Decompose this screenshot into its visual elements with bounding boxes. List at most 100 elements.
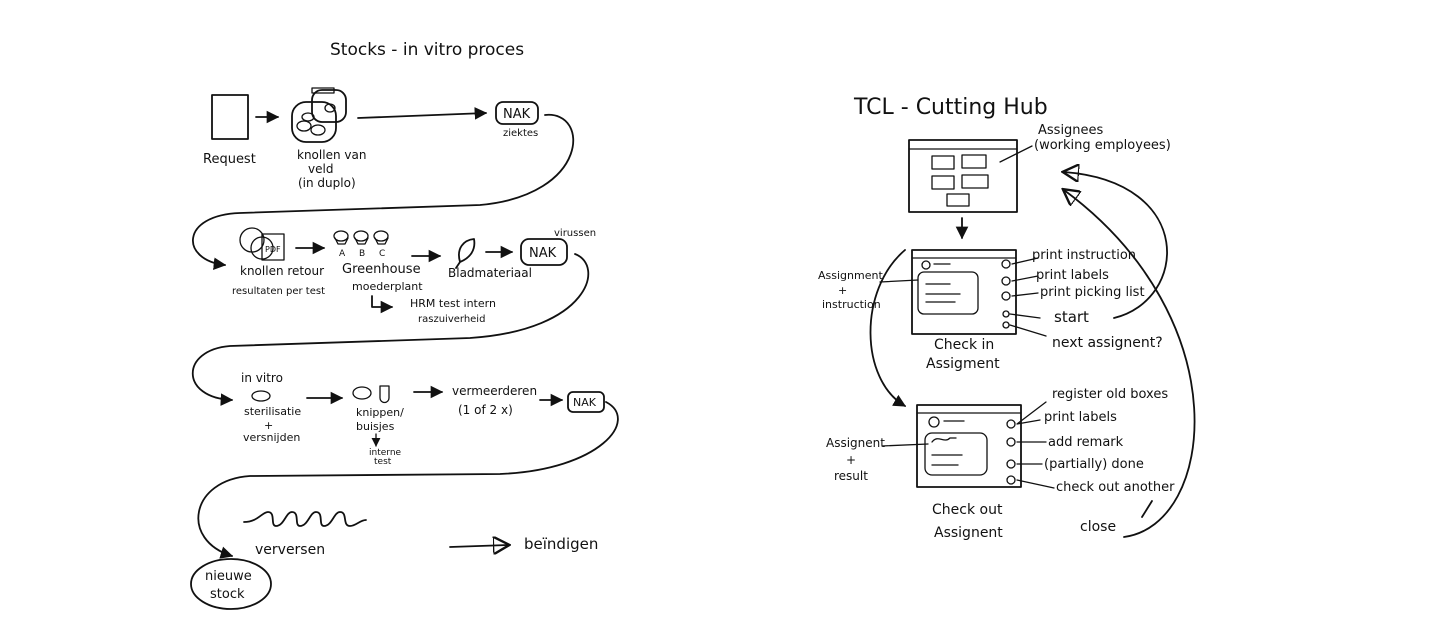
arrow-knollen-to-nak: [357, 107, 488, 120]
close-tick-mark: [1141, 500, 1153, 518]
checkout-side-pointer: [881, 443, 929, 447]
greenhouse-line1: Greenhouse: [342, 262, 421, 277]
employee-card: [961, 154, 987, 169]
pot-b-label: B: [359, 249, 365, 259]
action-dot: [1006, 437, 1016, 447]
action-dot: [1001, 276, 1011, 286]
sterilisatie-line1: sterilisatie: [244, 405, 301, 418]
arrow-greenhouse-to-hrm: [371, 295, 394, 314]
request-label: Request: [203, 152, 256, 167]
arrow-start-back-to-assignees: [1064, 172, 1168, 319]
refresh-loops-icon: [243, 511, 367, 527]
checkin-screen: [911, 249, 1017, 335]
blad-label: Bladmateriaal: [448, 266, 532, 280]
assignees-pointer: [999, 145, 1033, 163]
checkout-screen: [916, 404, 1022, 488]
checkin-caption-line2: Assigment: [926, 356, 1000, 372]
connector-row2-row3: [192, 253, 590, 406]
nieuwe-stock-line2: stock: [210, 587, 245, 602]
checkout-action-2: print labels: [1044, 410, 1117, 425]
employee-card: [931, 175, 955, 190]
pdf-text: PDF: [265, 245, 281, 254]
nak-sub-label-1: ziektes: [503, 128, 538, 139]
nak-box-1: [495, 101, 539, 125]
arrow-checkin-to-checkout: [869, 249, 907, 407]
greenhouse-line2: moederplant: [352, 280, 423, 293]
action-dot: [1002, 310, 1010, 318]
verversen-label: verversen: [255, 542, 325, 558]
pot-a-label: A: [339, 249, 346, 259]
checkout-side-line3: result: [834, 469, 868, 483]
checkin-side-line3: instruction: [822, 298, 881, 311]
assignees-line2: (working employees): [1034, 138, 1171, 153]
interne-line2: test: [374, 457, 392, 467]
checkout-action-3: add remark: [1048, 435, 1124, 450]
checkin-action-5: next assignent?: [1052, 335, 1163, 351]
pot-c-label: C: [379, 249, 385, 259]
sterilisatie-line3: versnijden: [243, 431, 300, 444]
checkout-action-lines: [1016, 401, 1055, 489]
left-title: Stocks - in vitro proces: [330, 40, 524, 60]
knollen-line2: veld: [308, 162, 333, 176]
checkin-caption-line1: Check in: [934, 337, 994, 353]
retour-line2: resultaten per test: [232, 286, 325, 297]
checkout-action-5: check out another: [1056, 480, 1175, 495]
connector-row1-row2: [192, 114, 575, 270]
leaf-icon: [455, 238, 476, 269]
checkin-side-line2: +: [838, 284, 847, 297]
knollen-line1: knollen van: [297, 148, 366, 162]
hrm-line2: raszuiverheid: [418, 314, 485, 325]
invitro-label: in vitro: [241, 371, 283, 385]
employee-card: [946, 193, 970, 207]
action-dot: [1006, 475, 1016, 485]
checkin-action-2: print labels: [1036, 268, 1109, 283]
assignees-line1: Assignees: [1038, 123, 1104, 138]
knollen-line3: (in duplo): [298, 176, 356, 190]
arrow-close-back-to-assignees: [1064, 190, 1196, 538]
checkout-action-1: register old boxes: [1052, 387, 1168, 402]
assignees-screen: [908, 139, 1018, 213]
potato-pdf-icon: PDF: [239, 227, 285, 261]
action-dot: [1001, 291, 1011, 301]
right-hub-sketch: TCL - Cutting Hub Assignees (working emp…: [818, 95, 1196, 541]
connector-row3-row4: [197, 401, 619, 559]
right-title: TCL - Cutting Hub: [853, 95, 1048, 120]
checkin-action-1: print instruction: [1032, 248, 1136, 263]
nak-label-1: NAK: [503, 107, 531, 122]
employee-card: [961, 174, 989, 189]
checkout-side-line2: +: [846, 453, 856, 467]
checkout-action-4: (partially) done: [1044, 457, 1144, 472]
sterilisatie-line2: +: [264, 419, 273, 432]
nak-virussen-label: virussen: [554, 228, 596, 239]
nak-box-2: [520, 238, 568, 266]
interne-line1: interne: [369, 448, 402, 458]
nak-label-3: NAK: [573, 396, 597, 409]
action-dot: [1006, 459, 1016, 469]
dish-and-tube-icon: [352, 385, 390, 404]
nieuwe-stock-line1: nieuwe: [205, 569, 252, 584]
three-pots-icon: [333, 230, 389, 245]
checkout-action-6: close: [1080, 519, 1116, 535]
checkout-caption-line2: Assignent: [934, 525, 1003, 541]
checkin-action-4: start: [1054, 308, 1089, 326]
request-document-icon: [211, 94, 249, 140]
checkout-side-line1: Assignent: [826, 436, 885, 450]
checkin-action-lines: [1009, 257, 1047, 337]
checkin-action-3: print picking list: [1040, 285, 1145, 300]
knippen-line2: buisjes: [356, 420, 395, 433]
action-dot: [1002, 321, 1010, 329]
beindigen-label: beïndigen: [524, 535, 598, 553]
vermeerderen-line2: (1 of 2 x): [458, 403, 513, 417]
knippen-line1: knippen/: [356, 406, 404, 419]
action-dot: [1006, 419, 1016, 429]
hrm-line1: HRM test intern: [410, 297, 496, 310]
checkin-side-pointer: [879, 279, 919, 283]
arrow-to-beindigen: [449, 545, 508, 547]
nak-box-3: [567, 391, 605, 413]
vermeerderen-line1: vermeerderen: [452, 384, 537, 398]
petri-dish-icon: [251, 390, 271, 402]
nak-label-2: NAK: [529, 246, 557, 261]
retour-line1: knollen retour: [240, 264, 324, 278]
potato-jars-icon: [291, 87, 347, 143]
